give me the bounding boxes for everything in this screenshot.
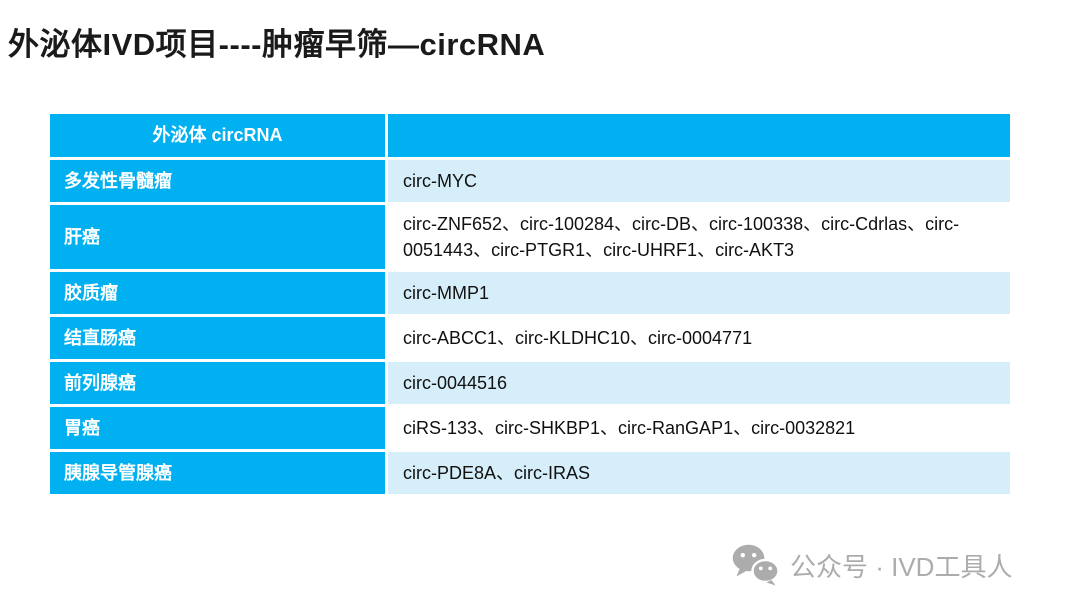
- disease-cell: 结直肠癌: [50, 317, 385, 360]
- disease-cell: 胃癌: [50, 407, 385, 450]
- markers-cell: circ-0044516: [388, 362, 1010, 405]
- markers-cell: circ-ABCC1、circ-KLDHC10、circ-0004771: [388, 317, 1010, 360]
- markers-cell: circ-PDE8A、circ-IRAS: [388, 452, 1010, 495]
- disease-cell: 前列腺癌: [50, 362, 385, 405]
- markers-cell: circ-MYC: [388, 160, 1010, 202]
- markers-cell: ciRS-133、circ-SHKBP1、circ-RanGAP1、circ-0…: [388, 407, 1010, 450]
- table-header-cell: 外泌体 circRNA: [50, 114, 385, 157]
- table-header-spacer-cell: [388, 114, 1010, 157]
- markers-cell: circ-MMP1: [388, 272, 1010, 315]
- disease-cell: 胰腺导管腺癌: [50, 452, 385, 495]
- page-title: 外泌体IVD项目----肿瘤早筛—circRNA: [8, 27, 546, 62]
- markers-cell: circ-ZNF652、circ-100284、circ-DB、circ-100…: [388, 205, 1010, 270]
- disease-cell: 肝癌: [50, 205, 385, 270]
- wechat-account-label: 公众号 · IVD工具人: [790, 551, 1013, 582]
- wechat-icon: [732, 544, 779, 586]
- disease-cell: 胶质瘤: [50, 272, 385, 315]
- wechat-footer: 公众号 · IVD工具人: [732, 544, 1012, 586]
- disease-cell: 多发性骨髓瘤: [50, 160, 385, 202]
